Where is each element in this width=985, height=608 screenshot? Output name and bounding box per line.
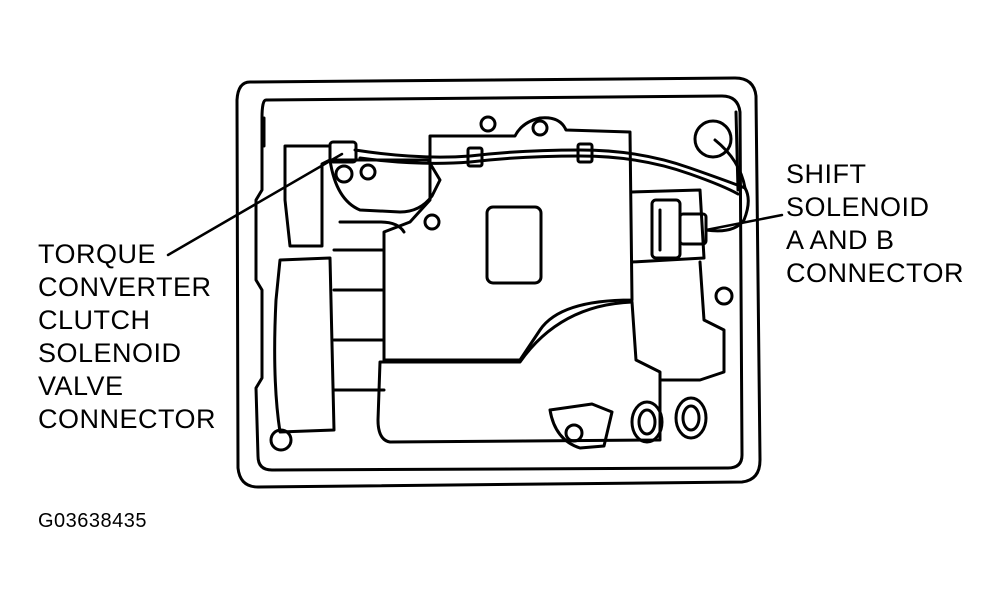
- left-column-block: [283, 144, 332, 248]
- label-line: SOLENOID: [38, 338, 182, 368]
- bolt-hole: [423, 213, 441, 231]
- label-line: SHIFT: [786, 159, 867, 189]
- label-line: CONNECTOR: [786, 258, 965, 288]
- bolt-hole: [334, 164, 354, 184]
- figure-id: G03638435: [38, 510, 148, 532]
- tcc-solenoid-connector: [328, 140, 358, 164]
- oval-port: [637, 408, 657, 436]
- bolt-hole: [269, 428, 293, 452]
- bolt-hole: [564, 423, 584, 443]
- bolt-hole: [714, 286, 734, 306]
- shift-solenoid-connector-body: [650, 198, 682, 260]
- bolt-hole: [479, 115, 497, 133]
- shift-leader-line: [704, 213, 784, 232]
- oval-port: [674, 396, 708, 440]
- harness-clip: [576, 142, 594, 164]
- lower-left-block: [273, 256, 336, 434]
- valve-body-window: [485, 205, 543, 285]
- bolt-hole: [531, 119, 549, 137]
- label-line: TORQUE: [38, 239, 157, 269]
- lower-valve-body: [376, 300, 662, 444]
- sensor-port: [693, 119, 733, 159]
- upper-left-cavity: [328, 158, 442, 214]
- shift-solenoid-label: SHIFT SOLENOID A AND B CONNECTOR: [786, 158, 964, 290]
- oval-port: [681, 404, 701, 432]
- main-valve-body: [382, 116, 634, 362]
- pan-inner-outline: [254, 94, 744, 472]
- label-line: CONVERTER: [38, 272, 212, 302]
- bolt-hole: [359, 163, 377, 181]
- wire-harness: [353, 148, 750, 233]
- label-line: CLUTCH: [38, 305, 151, 335]
- tcc-leader-line: [166, 152, 344, 257]
- oval-port: [630, 400, 664, 444]
- right-connector-column: [630, 188, 706, 264]
- label-line: SOLENOID: [786, 192, 930, 222]
- label-line: A AND B: [786, 225, 895, 255]
- label-line: VALVE: [38, 371, 124, 401]
- pan-outer-outline: [235, 76, 762, 489]
- label-line: CONNECTOR: [38, 404, 217, 434]
- tcc-solenoid-label: TORQUE CONVERTER CLUTCH SOLENOID VALVE C…: [38, 238, 216, 436]
- harness-clip: [466, 146, 484, 168]
